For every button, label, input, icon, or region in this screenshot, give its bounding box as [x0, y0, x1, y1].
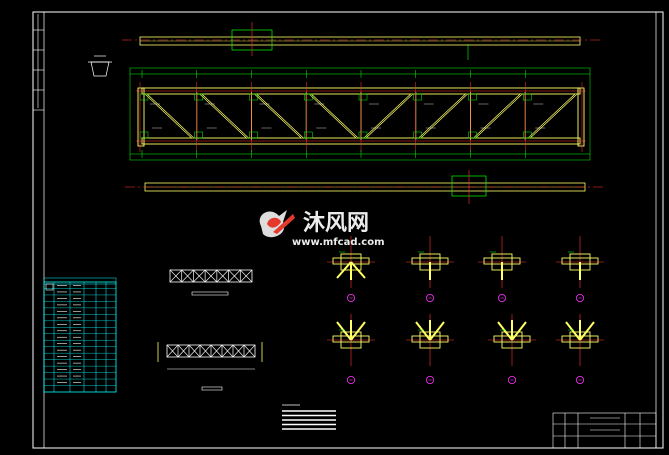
title-block: [552, 412, 657, 449]
node-label-circle: [346, 375, 355, 384]
strip-diagonal: [166, 344, 179, 358]
node-detail: [556, 236, 604, 302]
truss-diagonal-inner: [364, 93, 413, 139]
node-member: [511, 321, 527, 341]
node-detail: [556, 314, 604, 384]
truss-elevation: [129, 67, 591, 161]
strip-diagonal: [169, 269, 182, 283]
truss-diagonal-inner: [419, 93, 467, 139]
watermark-url: www.mfcad.com: [292, 237, 385, 248]
general-notes: [282, 404, 336, 430]
strip-label-bar: [201, 386, 223, 391]
gusset-plate: [249, 131, 258, 139]
strip-diagonal: [199, 344, 212, 358]
dimension-frame: [129, 67, 591, 161]
gusset-plate: [523, 93, 532, 101]
node-detail: [327, 314, 375, 384]
node-member: [350, 321, 366, 341]
table-border: [43, 281, 117, 393]
gusset-plate: [468, 131, 477, 139]
bottom-chord-plan: [125, 170, 605, 204]
strip-diagonal: [193, 269, 206, 283]
strip-diagonal: [228, 269, 241, 283]
gusset-plate: [413, 93, 422, 101]
gusset-plate: [249, 93, 258, 101]
node-details: [327, 236, 604, 384]
strip-diagonal: [232, 344, 245, 358]
strip-diagonal: [181, 269, 194, 283]
strip-diagonal: [210, 344, 223, 358]
truss-strip-side-view: [157, 342, 263, 391]
gusset-plate: [304, 93, 313, 101]
end-post-left: [137, 87, 145, 147]
truss-strip-top-view: [169, 269, 253, 296]
strip-diagonal: [216, 269, 229, 283]
strip-outline: [169, 269, 253, 283]
node-label-circle: [507, 375, 516, 384]
node-detail: [406, 236, 454, 302]
top-chord-plan: [122, 22, 600, 60]
strip-diagonal: [177, 344, 190, 358]
node-member: [336, 261, 352, 279]
node-member: [579, 321, 595, 341]
strip-diagonal: [204, 269, 218, 283]
gusset-plate: [468, 93, 477, 101]
end-post-right: [577, 87, 585, 147]
strip-diagonal: [243, 344, 256, 358]
node-member: [350, 261, 366, 279]
strip-diagonal: [221, 344, 234, 358]
strip-diagonal: [188, 344, 201, 358]
gusset-plate: [358, 93, 368, 101]
node-member: [497, 321, 513, 341]
table-logo-mark: [45, 283, 54, 291]
node-detail: [478, 236, 526, 302]
node-label-circle: [425, 375, 434, 384]
table-title-row: [43, 277, 117, 285]
truss-diagonal-inner: [255, 93, 303, 139]
gusset-plate: [194, 93, 203, 101]
truss-diagonal-inner: [309, 93, 358, 139]
gusset-plate: [194, 131, 203, 139]
truss-diagonal-inner: [474, 93, 522, 139]
truss-diagonal-inner: [145, 93, 194, 139]
watermark: 沐风网 www.mfcad.com: [259, 210, 385, 248]
node-label-circle: [346, 293, 355, 302]
truss-diagonal-inner: [528, 93, 577, 139]
section-detail-small: [88, 55, 112, 77]
sheet-frame: [32, 11, 664, 449]
gusset-plate: [304, 131, 313, 139]
truss-diagonal-inner: [200, 93, 248, 139]
node-member: [565, 321, 581, 341]
node-label-circle: [576, 293, 585, 302]
node-member: [415, 321, 431, 341]
gusset-plate: [358, 131, 368, 139]
binding-strip: [33, 14, 44, 111]
node-label-circle: [425, 293, 434, 302]
node-member: [336, 321, 352, 341]
gusset-plate: [523, 131, 532, 139]
node-label-circle: [497, 293, 506, 302]
node-detail: [406, 314, 454, 384]
node-detail: [327, 236, 375, 302]
node-detail: [488, 314, 536, 384]
watermark-name: 沐风网: [303, 211, 369, 236]
mfcad-logo-icon: [259, 210, 295, 238]
node-member: [429, 321, 445, 341]
node-label-circle: [576, 375, 585, 384]
gusset-plate: [413, 131, 422, 139]
strip-label-bar: [191, 291, 229, 296]
material-table: [43, 277, 117, 393]
strip-diagonal: [240, 269, 253, 283]
